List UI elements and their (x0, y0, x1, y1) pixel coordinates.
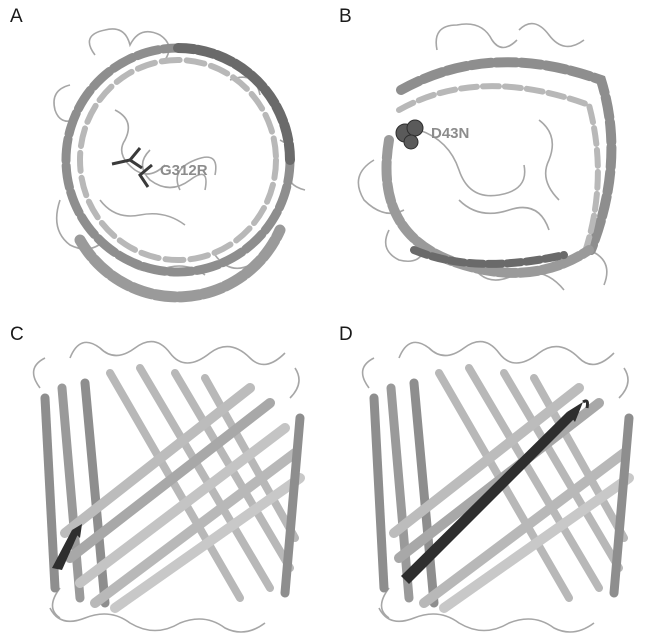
panel-letter-a: A (10, 6, 23, 28)
panel-letter-c: C (10, 324, 24, 346)
barrel-top-view-a: G312R (0, 0, 329, 317)
panel-c: C (0, 318, 329, 635)
mutation-spheres-b (396, 120, 423, 149)
panel-a: G312R A (0, 0, 329, 317)
panel-letter-b: B (339, 6, 352, 28)
mutation-label-b: D43N (431, 125, 469, 142)
panel-letter-d: D (339, 324, 353, 346)
barrel-side-view-d (329, 318, 658, 635)
mutation-label-a: G312R (160, 162, 208, 179)
barrel-side-view-c (0, 318, 329, 635)
panel-b: D43N B (329, 0, 658, 317)
panel-d: D (329, 318, 658, 635)
beta-barrel-ring-b (387, 62, 612, 273)
barrel-top-view-b: D43N (329, 0, 658, 317)
loops-a (54, 29, 305, 275)
